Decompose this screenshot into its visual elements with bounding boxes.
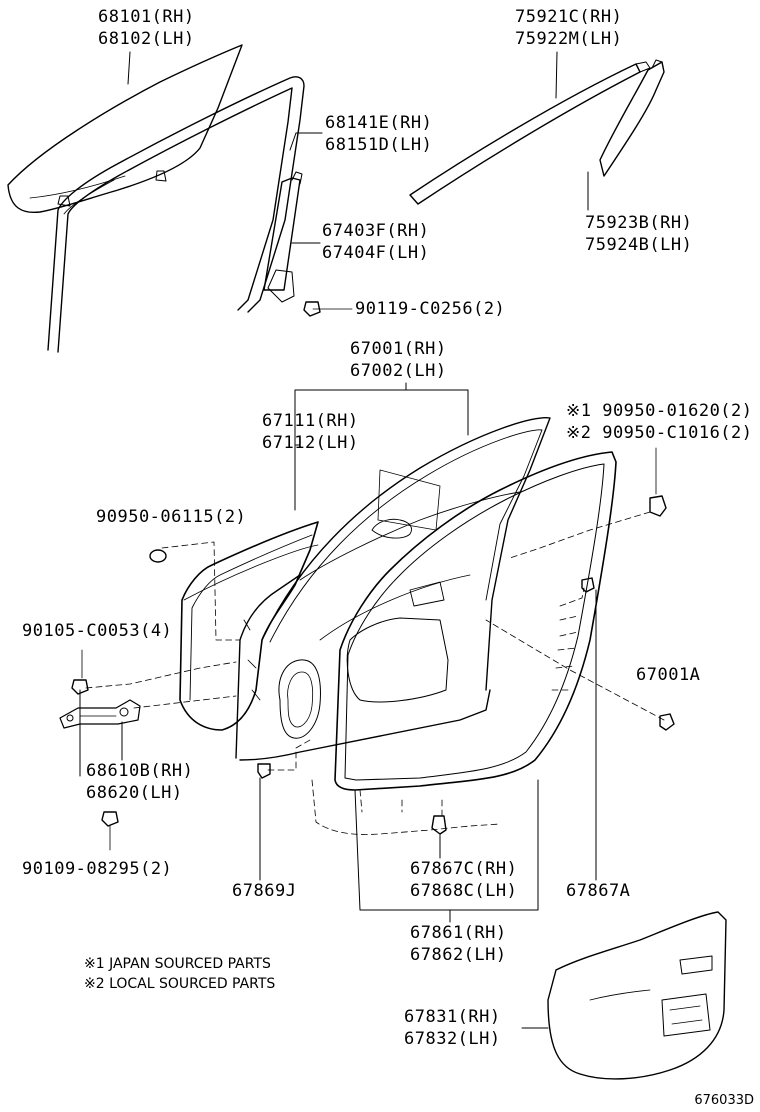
clip-a-icon [581,577,595,593]
panel-plug-icon [649,447,667,517]
callout-door-check: 68610B(RH) 68620(LH) [86,760,193,804]
callout-sash-screw: 90119-C0256(2) [355,299,506,319]
hole-plug-icon [149,549,167,563]
callout-outer-panel: 67111(RH) 67112(LH) [262,410,359,454]
clip-j-icon [257,763,271,779]
callout-clip-c: 67867C(RH) 67868C(LH) [410,858,517,902]
source-notes: ※1 JAPAN SOURCED PARTS ※2 LOCAL SOURCED … [84,954,275,994]
check-bolt-lower-icon [101,811,119,851]
callout-door-panel-lh: 67002(LH) [350,361,447,381]
callout-run-channel-lh: 68151D(LH) [325,135,433,155]
callout-door-check-lh: 68620(LH) [86,783,183,803]
callout-plug-local: ※2 90950-C1016(2) [566,423,753,443]
leader-lines [79,51,597,1029]
check-bolt-upper-icon [71,649,89,695]
callout-check-bolt-lower: 90109-08295(2) [22,859,173,879]
callout-outer-panel-lh: 67112(LH) [262,433,359,453]
callout-side-plug: 67001A [636,665,701,685]
callout-run-channel: 68141E(RH) 68151D(LH) [325,112,432,156]
callout-service-cover-rh: 67831(RH) [404,1007,501,1027]
pillar-garnish [599,59,665,177]
callout-moulding: 75921C(RH) 75922M(LH) [515,6,622,50]
door-frame [179,416,551,761]
callout-service-cover-lh: 67832(LH) [404,1029,501,1049]
rear-lower-sash [263,171,303,303]
callout-clip-j: 67869J [232,881,297,901]
callout-run-channel-rh: 68141E(RH) [325,113,433,133]
door-check [59,699,141,729]
side-plug-icon [659,713,675,731]
sash-screw-icon [303,301,353,317]
window-frame-moulding [409,61,651,205]
callout-pillar-garnish: 75923B(RH) 75924B(LH) [585,212,692,256]
callout-service-cover: 67831(RH) 67832(LH) [404,1006,501,1050]
callout-clip-c-lh: 67868C(LH) [410,881,518,901]
callout-clip-c-rh: 67867C(RH) [410,859,518,879]
callout-glass-lh: 68102(LH) [98,29,195,49]
callout-moulding-rh: 75921C(RH) [515,7,623,27]
note-japan-sourced: ※1 JAPAN SOURCED PARTS [84,956,271,972]
callout-glass-rh: 68101(RH) [98,7,195,27]
door-weatherstrip [334,451,617,791]
callout-moulding-lh: 75922M(LH) [515,29,623,49]
callout-weatherstrip-rh: 67861(RH) [410,923,507,943]
callout-rear-sash-lh: 67404F(LH) [322,243,430,263]
diagram-code: 676033D [694,1093,754,1108]
callout-weatherstrip-lh: 67862(LH) [410,945,507,965]
clip-c-icon [431,815,447,857]
callout-clip-a: 67867A [566,881,631,901]
callout-door-panel: 67001(RH) 67002(LH) [350,338,447,382]
callout-rear-sash-rh: 67403F(RH) [322,221,430,241]
callout-pillar-garnish-lh: 75924B(LH) [585,235,693,255]
glass-run-channel [47,76,305,353]
callout-glass: 68101(RH) 68102(LH) [98,6,195,50]
callout-weatherstrip: 67861(RH) 67862(LH) [410,922,507,966]
callout-panel-plugs: ※1 90950-01620(2) ※2 90950-C1016(2) [566,400,753,444]
callout-outer-panel-rh: 67111(RH) [262,411,359,431]
leader-dashes [85,511,665,835]
note-local-sourced: ※2 LOCAL SOURCED PARTS [84,976,276,992]
callout-door-panel-rh: 67001(RH) [350,339,447,359]
callout-pillar-garnish-rh: 75923B(RH) [585,213,693,233]
callout-door-check-rh: 68610B(RH) [86,761,194,781]
service-hole-cover [547,911,727,1080]
callout-rear-sash: 67403F(RH) 67404F(LH) [322,220,429,264]
callout-plug-japan: ※1 90950-01620(2) [566,401,753,421]
callout-hole-plug: 90950-06115(2) [96,507,247,527]
callout-check-bolt: 90105-C0053(4) [22,621,173,641]
